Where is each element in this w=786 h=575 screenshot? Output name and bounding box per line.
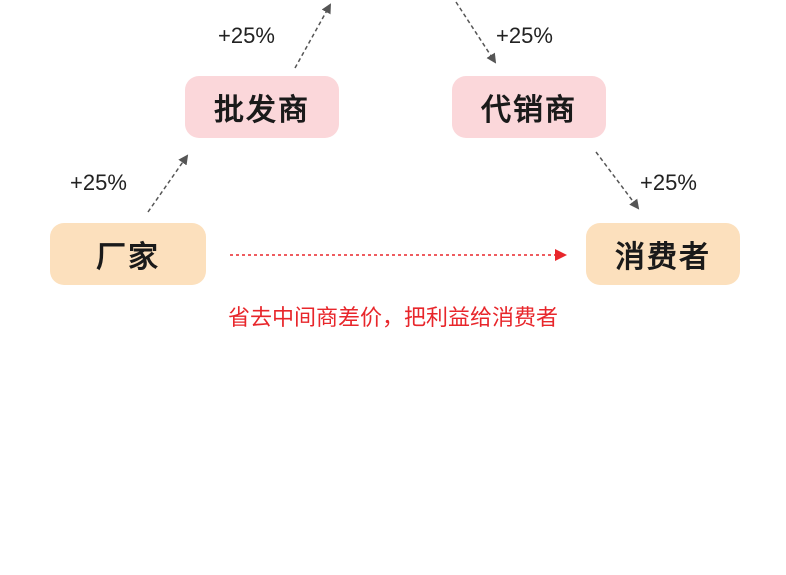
arrow-wholesaler-to-top bbox=[294, 3, 331, 69]
node-consumer-label: 消费者 bbox=[615, 240, 711, 275]
node-factory-label: 厂家 bbox=[96, 240, 160, 275]
node-factory: 厂家 bbox=[50, 223, 206, 285]
node-wholesaler: 批发商 bbox=[185, 76, 339, 138]
arrow-distributor-to-consumer bbox=[595, 151, 640, 210]
node-wholesaler-label: 批发商 bbox=[214, 93, 310, 128]
markup-distributor-to-consumer: +25% bbox=[640, 170, 697, 195]
arrow-factory-to-wholesaler bbox=[147, 154, 189, 213]
markup-factory-to-wholesaler: +25% bbox=[70, 170, 127, 195]
node-distributor: 代销商 bbox=[452, 76, 606, 138]
node-consumer: 消费者 bbox=[586, 223, 740, 285]
savings-note: 省去中间商差价，把利益给消费者 bbox=[227, 306, 558, 331]
node-distributor-label: 代销商 bbox=[481, 93, 577, 128]
arrow-top-to-distributor bbox=[455, 1, 497, 64]
markup-top-to-distributor: +25% bbox=[496, 23, 553, 48]
markup-wholesaler-to-top: +25% bbox=[218, 23, 275, 48]
